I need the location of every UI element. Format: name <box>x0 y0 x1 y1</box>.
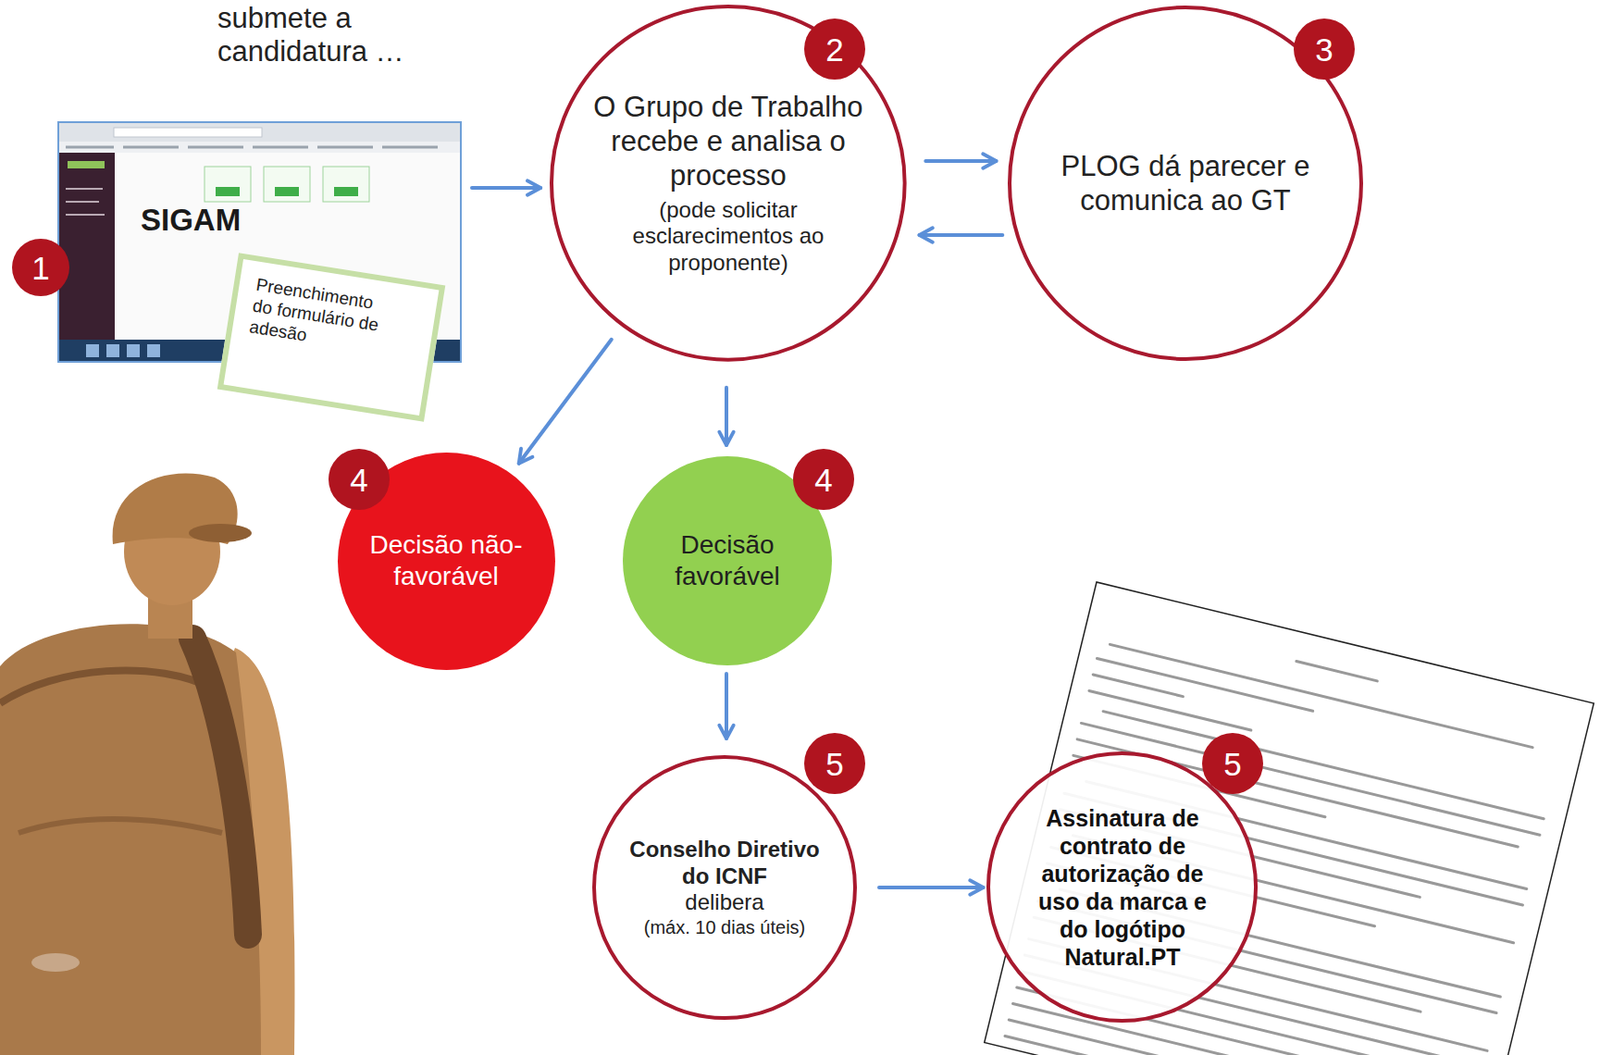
node-text: Preenchimento do formulário de adesão <box>248 273 386 357</box>
step-caption: submete a candidatura … <box>217 1 431 69</box>
circle-content: Decisão favorável <box>657 529 797 592</box>
contract-document <box>984 582 1595 1055</box>
flow-arrow <box>519 339 612 464</box>
circle-shape <box>594 756 856 1018</box>
node-text: O Grupo de Trabalho recebe e analisa o p… <box>589 89 868 194</box>
process-circle: Conselho Diretivo do ICNFdelibera(máx. 1… <box>592 755 857 1020</box>
circle-shape <box>1009 7 1362 360</box>
circle-content: PLOG dá parecer e comunica ao GT <box>1046 148 1325 218</box>
callout-number: 5 <box>1202 732 1264 794</box>
flow-arrow <box>879 885 984 890</box>
node-text: (máx. 10 dias úteis) <box>644 916 807 939</box>
node-text: (pode solicitar esclarecimentos ao propo… <box>612 197 844 277</box>
callout-number: 5 <box>804 732 866 794</box>
flow-arrow <box>925 159 996 163</box>
flow-arrow <box>724 387 729 446</box>
node-text: Decisão favorável <box>657 529 797 592</box>
backpacker-figure <box>0 473 295 1055</box>
process-circle: Assinatura de contrato de autorização de… <box>986 751 1258 1023</box>
circle-content: O Grupo de Trabalho recebe e analisa o p… <box>589 89 868 277</box>
circle-outline <box>986 751 1258 1023</box>
node-text: PLOG dá parecer e comunica ao GT <box>1046 148 1325 218</box>
node-text: Decisão não-favorável <box>353 529 539 592</box>
node-text: delibera <box>684 889 764 917</box>
node-text: Assinatura de contrato de autorização de… <box>1029 804 1216 971</box>
callout-number: 2 <box>804 18 866 80</box>
circle-content: Assinatura de contrato de autorização de… <box>1029 804 1216 971</box>
callout-number: 1 <box>12 238 70 297</box>
node-text: SIGAM <box>140 201 241 239</box>
circle-content: Conselho Diretivo do ICNFdelibera(máx. 1… <box>622 836 827 939</box>
circle-shape <box>988 753 1256 1021</box>
callout-number: 3 <box>1293 18 1355 80</box>
flow-arrow <box>919 233 1004 237</box>
flow-arrow <box>471 186 541 190</box>
circle-shape <box>551 6 906 360</box>
node-text: Conselho Diretivo do ICNF <box>622 836 827 891</box>
circle-content: Decisão não-favorável <box>353 529 539 592</box>
callout-number: 4 <box>328 448 390 510</box>
callout-number: 4 <box>793 448 855 510</box>
flow-arrow <box>724 673 729 739</box>
